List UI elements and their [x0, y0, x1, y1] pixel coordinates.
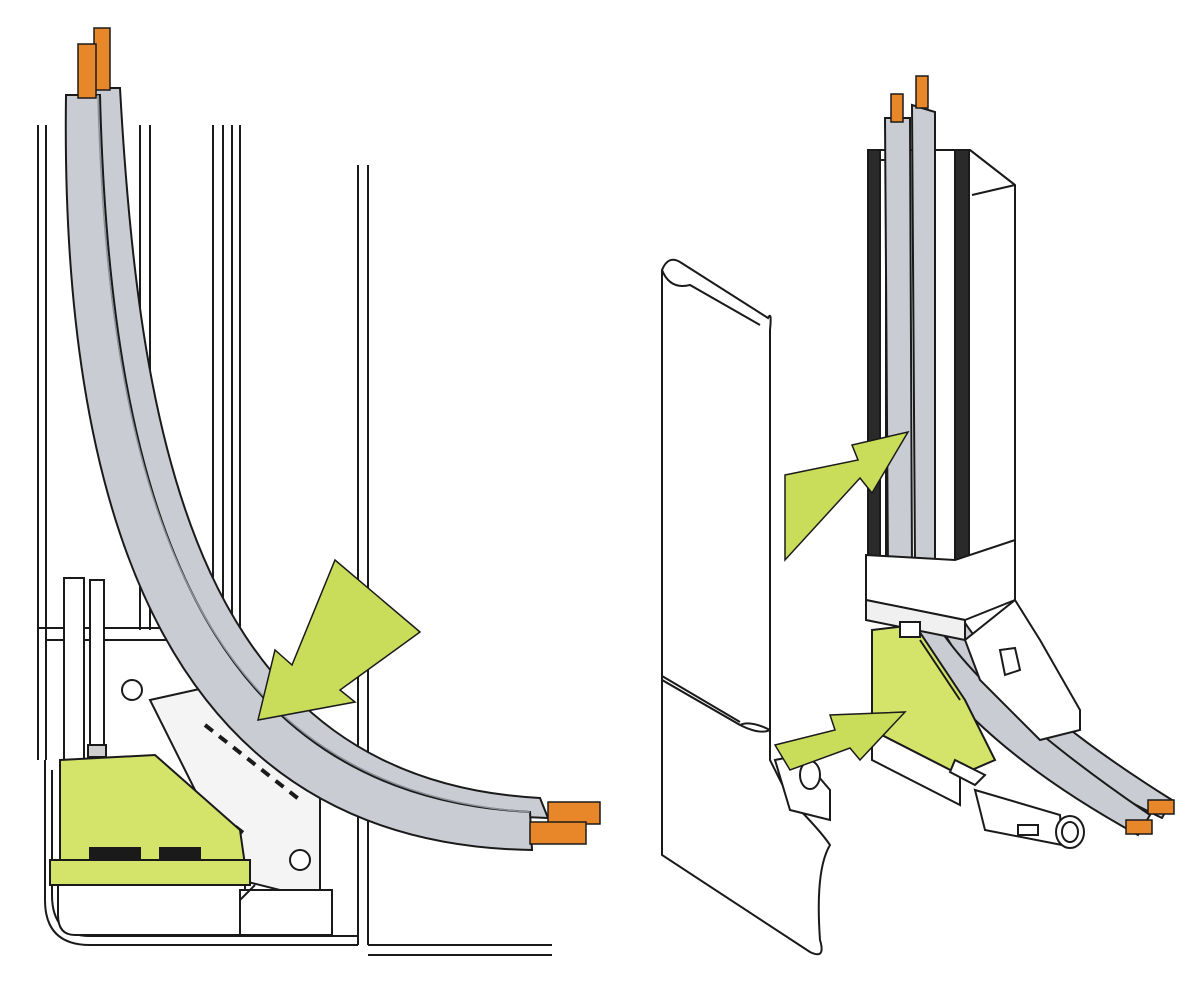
left-cable-front — [64, 43, 587, 852]
left-panel — [37, 27, 601, 956]
right-trunking-cover — [661, 258, 832, 956]
right-panel — [661, 75, 1175, 956]
right-drain-tube — [973, 788, 1085, 849]
left-pump-unit — [49, 753, 333, 936]
right-pump-unit — [871, 621, 997, 807]
right-arrow-upper — [784, 430, 910, 562]
right-bend-fitting — [963, 598, 1081, 742]
left-drain-pipe — [63, 577, 107, 761]
right-arrow-lower — [773, 711, 907, 771]
left-arrow-pointer — [256, 558, 422, 721]
